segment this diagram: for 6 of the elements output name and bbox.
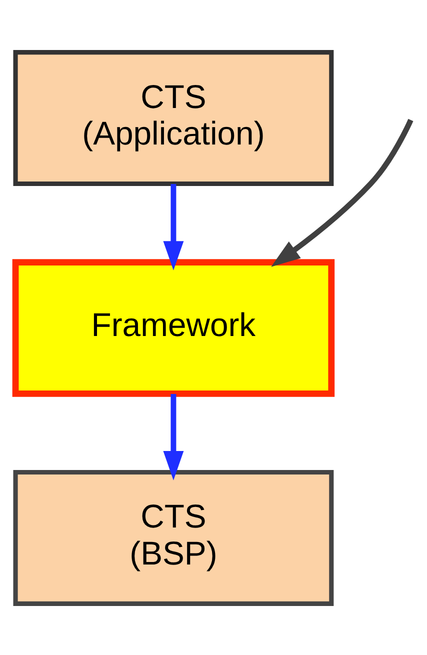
arrow xyxy=(271,118,414,266)
node-box: Framework xyxy=(12,258,335,396)
arrow xyxy=(163,393,184,480)
node-box: CTS (Application) xyxy=(13,50,334,186)
node-box: CTS (BSP) xyxy=(13,469,334,606)
arrow xyxy=(163,184,184,270)
